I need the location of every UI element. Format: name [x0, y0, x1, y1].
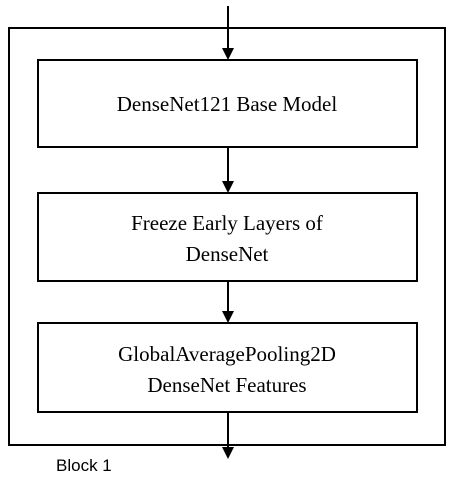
node-label-densenet121-base-model: DenseNet121 Base Model	[117, 92, 338, 116]
node-box-global-average-pooling	[37, 322, 418, 413]
node-box-densenet121-base-model	[37, 59, 418, 148]
node-label-freeze-early-layers: Freeze Early Layers of	[131, 211, 323, 235]
block-label: Block 1	[56, 456, 112, 475]
node-box-freeze-early-layers	[37, 192, 418, 282]
node-label-global-average-pooling-line2: DenseNet Features	[147, 373, 306, 397]
node-label-global-average-pooling: GlobalAveragePooling2D	[118, 342, 336, 366]
node-label-freeze-early-layers-line2: DenseNet	[186, 242, 269, 266]
